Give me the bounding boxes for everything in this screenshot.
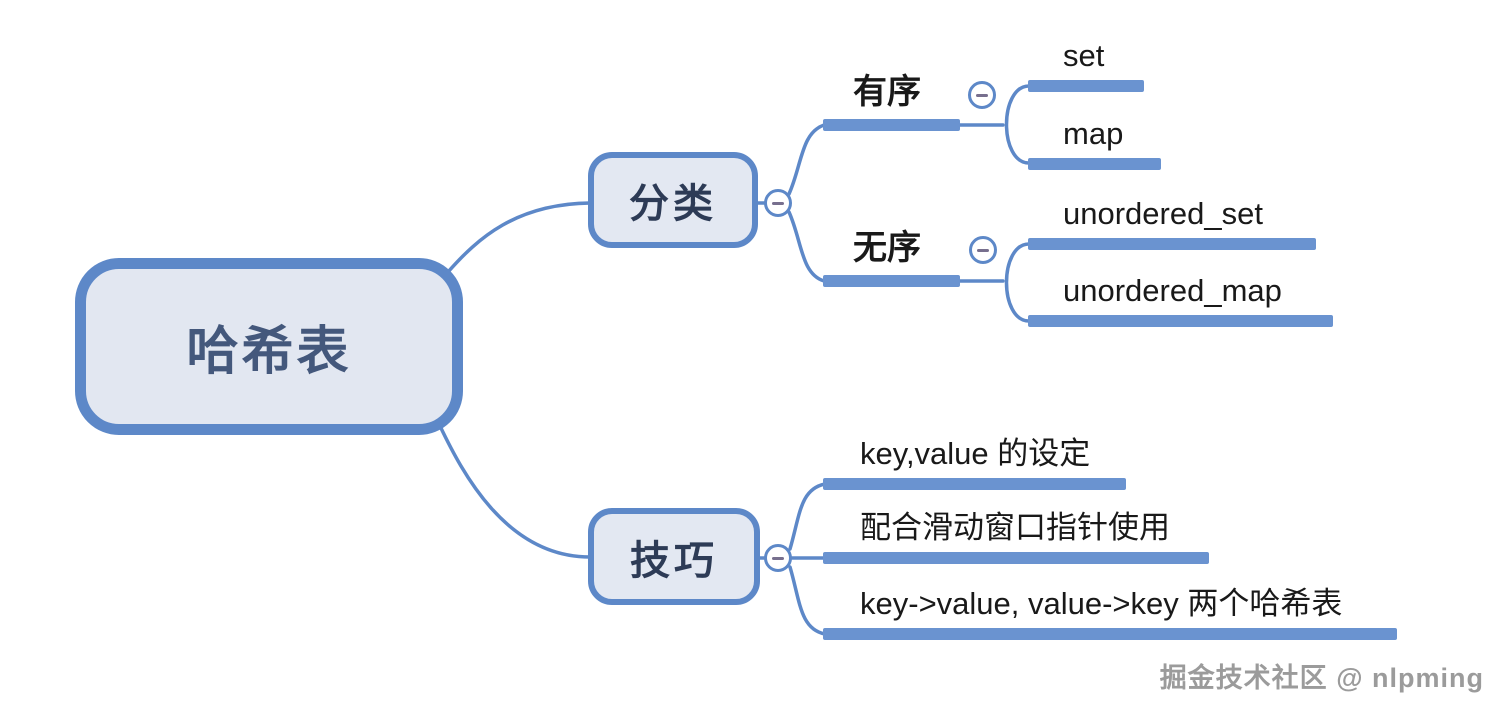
connector-wuxu-fork [1004,242,1031,323]
connector-fenlei-wuxu [787,210,826,283]
collapse-button-techniques[interactable] [764,544,792,572]
node-label: unordered_map [1063,273,1282,308]
connector-youxu-fork [1004,84,1031,165]
node-two-hash-tables[interactable]: key->value, value->key 两个哈希表 [823,584,1397,640]
minus-icon [772,556,784,560]
node-label: 配合滑动窗口指针使用 [860,510,1170,545]
node-label: key->value, value->key 两个哈希表 [860,586,1343,621]
connector-root-jiqiao [438,424,592,559]
node-label: 无序 [853,229,921,267]
node-set[interactable]: set [1028,36,1144,92]
node-label: set [1063,38,1105,73]
node-sliding-window[interactable]: 配合滑动窗口指针使用 [823,508,1209,564]
branch-node-techniques[interactable]: 技巧 [588,508,760,605]
node-underline [823,552,1209,564]
minus-icon [772,201,784,205]
node-underline [823,478,1126,490]
connector-fenlei-youxu [787,123,826,196]
branch-node-classification[interactable]: 分类 [588,152,758,248]
root-node-label: 哈希表 [186,323,352,381]
connector-jiqiao-kv [788,482,827,551]
node-key-value-setting[interactable]: key,value 的设定 [823,434,1126,490]
collapse-button-classification[interactable] [764,189,792,217]
node-ordered[interactable]: 有序 [823,70,960,131]
node-underline [823,628,1397,640]
node-underline [1028,238,1316,250]
connector-jiqiao-kvvk [788,565,827,636]
collapse-button-unordered[interactable] [969,236,997,264]
minus-icon [976,93,988,97]
node-label: key,value 的设定 [860,436,1091,471]
node-label: 有序 [853,73,921,111]
minus-icon [977,248,989,252]
node-unordered[interactable]: 无序 [823,226,960,287]
watermark-text: 掘金技术社区 @ nlpming [1159,663,1484,693]
node-map[interactable]: map [1028,114,1161,170]
node-label: unordered_set [1063,196,1263,231]
node-underline [1028,158,1161,170]
connector-root-fenlei [446,201,592,274]
collapse-button-ordered[interactable] [968,81,996,109]
root-node-hash-table[interactable]: 哈希表 [75,258,463,435]
node-underline [823,119,960,131]
node-underline [1028,80,1144,92]
node-unordered-set[interactable]: unordered_set [1028,194,1316,250]
node-underline [1028,315,1333,327]
node-label: map [1063,116,1124,151]
branch-node-label: 分类 [629,182,717,226]
node-underline [823,275,960,287]
branch-node-label: 技巧 [630,538,718,583]
node-unordered-map[interactable]: unordered_map [1028,271,1333,327]
